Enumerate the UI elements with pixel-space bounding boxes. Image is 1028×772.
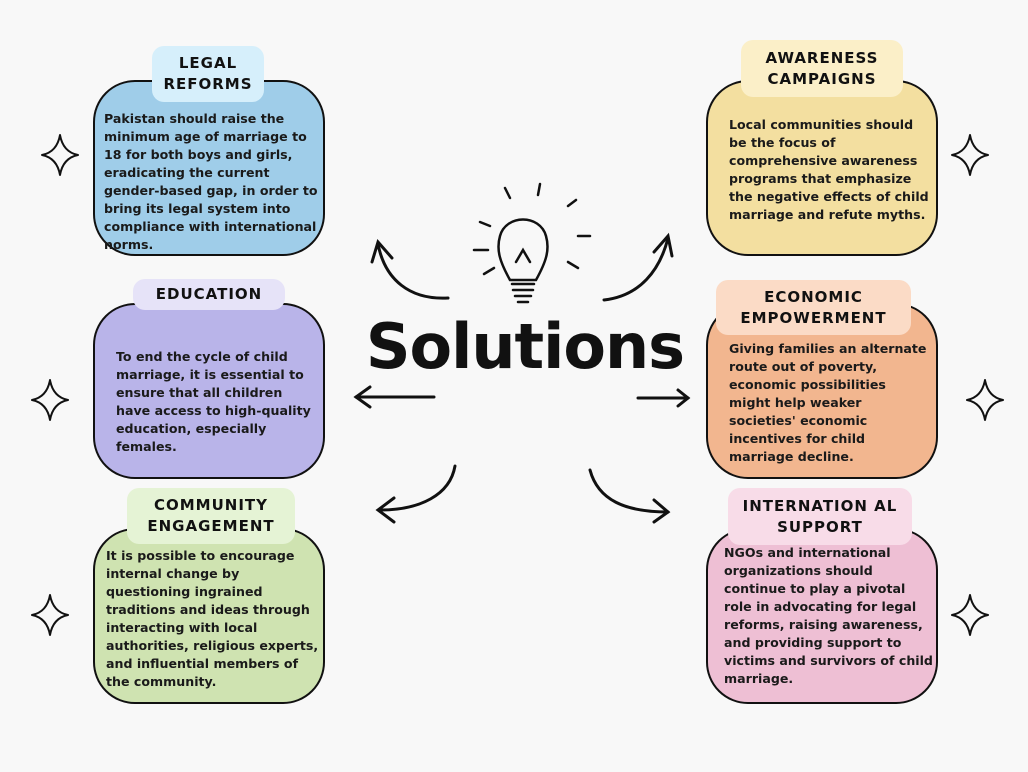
legal-reforms-label: LEGAL REFORMS xyxy=(152,46,264,102)
arrow-icon xyxy=(602,232,674,302)
arrow-icon xyxy=(375,464,457,524)
education-label: EDUCATION xyxy=(133,279,285,310)
international-support-label: INTERNATION AL SUPPORT xyxy=(728,488,912,545)
lightbulb-icon xyxy=(472,182,592,304)
economic-empowerment-text: Giving families an alternate route out o… xyxy=(729,341,927,464)
legal-reforms-text: Pakistan should raise the minimum age of… xyxy=(104,111,318,252)
sparkle-icon xyxy=(951,134,989,176)
sparkle-icon xyxy=(41,134,79,176)
awareness-campaigns-label: AWARENESS CAMPAIGNS xyxy=(741,40,903,97)
sparkle-icon xyxy=(31,379,69,421)
legal-reforms-card xyxy=(93,80,325,256)
sparkle-icon xyxy=(31,594,69,636)
arrow-icon xyxy=(636,388,691,408)
page-title: Solutions xyxy=(365,310,685,383)
education-card xyxy=(93,303,325,479)
economic-empowerment-label: ECONOMIC EMPOWERMENT xyxy=(716,280,911,335)
awareness-campaigns-card xyxy=(706,80,938,256)
community-engagement-card xyxy=(93,528,325,704)
international-support-text: NGOs and international organizations sho… xyxy=(724,545,933,686)
education-text: To end the cycle of child marriage, it i… xyxy=(116,349,311,454)
sparkle-icon xyxy=(966,379,1004,421)
arrow-icon xyxy=(353,385,436,409)
arrow-icon xyxy=(588,468,671,524)
awareness-campaigns-text: Local communities should be the focus of… xyxy=(729,117,929,222)
community-engagement-text: It is possible to encourage internal cha… xyxy=(106,548,319,689)
international-support-card xyxy=(706,528,938,704)
community-engagement-label: COMMUNITY ENGAGEMENT xyxy=(127,488,295,544)
arrow-icon xyxy=(370,238,450,300)
sparkle-icon xyxy=(951,594,989,636)
